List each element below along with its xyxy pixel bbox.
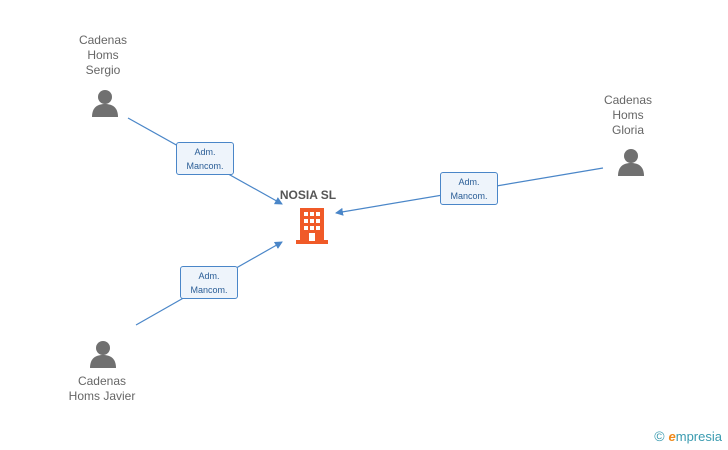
person-label-gloria[interactable]: Cadenas Homs Gloria <box>603 93 653 137</box>
person-icon[interactable] <box>88 339 118 369</box>
brand-logo[interactable]: ©empresia <box>654 428 722 444</box>
brand-logo-letter: e <box>668 429 676 444</box>
role-badge-sergio[interactable]: Adm. Mancom. <box>176 142 234 175</box>
company-name[interactable]: NOSIA SL <box>279 188 337 202</box>
copyright-symbol: © <box>654 428 665 444</box>
person-icon[interactable] <box>616 147 646 177</box>
brand-logo-text: mpresia <box>675 429 722 444</box>
person-label-sergio[interactable]: Cadenas Homs Sergio <box>78 33 128 77</box>
building-icon[interactable] <box>296 208 328 244</box>
role-badge-gloria[interactable]: Adm. Mancom. <box>440 172 498 205</box>
person-label-javier[interactable]: Cadenas Homs Javier <box>68 374 136 403</box>
person-icon[interactable] <box>90 88 120 118</box>
role-badge-javier[interactable]: Adm. Mancom. <box>180 266 238 299</box>
